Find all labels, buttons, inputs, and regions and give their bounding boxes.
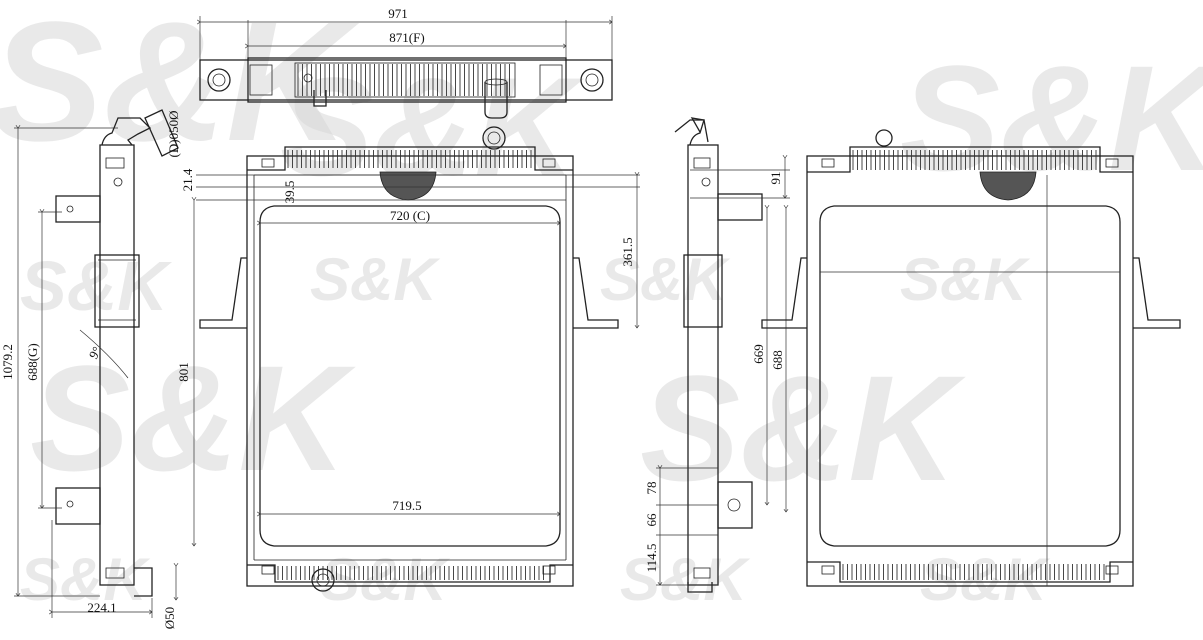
side-tank-left: [99, 144, 135, 586]
watermark-layer: S&K S&K S&K S&K S&K S&K S&K S&K S&K S&K …: [0, 0, 1203, 613]
dim-header-depth: 39.5: [282, 181, 297, 204]
side-bracket-right: [683, 254, 723, 328]
inlet-pipe: [144, 109, 179, 157]
watermark-logo: S&K: [920, 546, 1050, 613]
dim-overall-width: 971: [388, 6, 408, 21]
dim-top-offset: 21.4: [180, 168, 195, 191]
front-view: 21.4 39.5 720 (C) 361.5 801 719.5: [176, 126, 640, 592]
dim-top-offset-right: 91: [768, 172, 783, 185]
dim-core-height: 801: [176, 362, 191, 382]
top-tank-body: [199, 59, 613, 101]
dim-core-width-f: 871(F): [389, 30, 424, 45]
top-view: 971 871(F): [199, 6, 613, 119]
side-bracket: [94, 254, 140, 328]
dim-bracket-height: 361.5: [620, 237, 635, 266]
watermark-logo: S&K: [30, 334, 356, 502]
dim-mount-height-g: 688(G): [25, 343, 40, 381]
watermark-logo: S&K: [600, 246, 730, 313]
dim-spacing-66: 66: [644, 513, 659, 527]
dim-offset: 224.1: [87, 600, 116, 615]
dim-total-height: 1079.2: [0, 344, 15, 380]
dim-bottom-114-5: 114.5: [644, 544, 659, 573]
filler-neck: [482, 126, 506, 150]
radiator-frame: [246, 155, 574, 587]
dim-spacing-78: 78: [644, 482, 659, 495]
dim-height-688: 688: [770, 350, 785, 370]
dim-bottom-width: 719.5: [392, 498, 421, 513]
mount-boss-right: [580, 68, 604, 92]
dim-height-669: 669: [751, 344, 766, 364]
watermark-logo: S&K: [20, 247, 172, 325]
watermark-logo: S&K: [900, 246, 1030, 313]
radiator-core: [259, 205, 561, 547]
rear-view: [761, 129, 1181, 587]
watermark-logo: S&K: [900, 34, 1203, 202]
bracket-left: [199, 257, 247, 329]
top-outlet-pipe: [484, 82, 508, 119]
right-side-view: 91 669 688 78 66 114.5: [644, 117, 790, 593]
mount-boss-left: [207, 68, 231, 92]
dim-core-width-c: 720 (C): [390, 208, 430, 223]
dim-inlet-diameter: (D)050Ø: [166, 111, 181, 158]
rear-mesh: [979, 171, 1037, 201]
watermark-logo: S&K: [320, 546, 450, 613]
watermark-logo: S&K: [20, 546, 150, 613]
dim-outlet-diameter: Ø50: [162, 607, 177, 629]
watermark-logo: S&K: [620, 546, 750, 613]
bracket-right: [573, 257, 619, 329]
bottom-outlet: [311, 568, 335, 592]
watermark-logo: S&K: [640, 344, 966, 512]
watermark-logo: S&K: [310, 246, 440, 313]
left-side-view: 1079.2 688(G) (D)050Ø 9° 224.1 Ø50: [0, 109, 181, 629]
